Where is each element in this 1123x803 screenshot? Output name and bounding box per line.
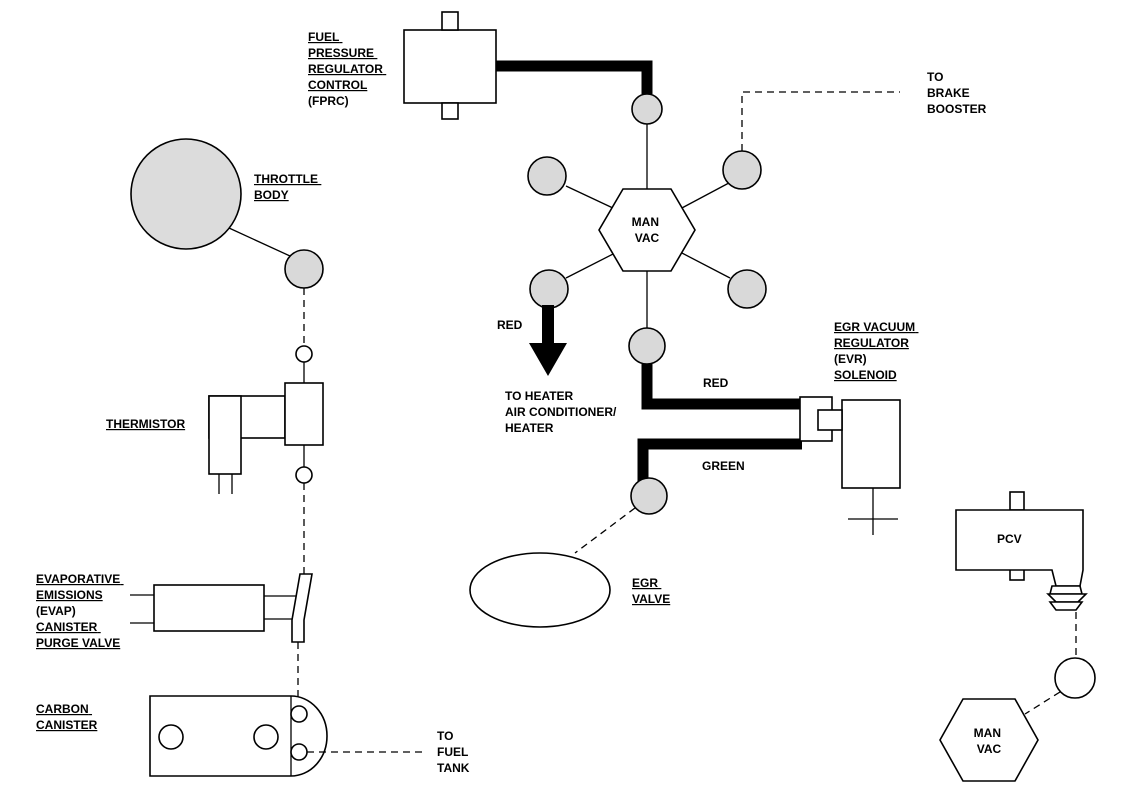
brake-booster-hose: [741, 91, 900, 151]
vacuum-port-lower-right: [727, 269, 767, 309]
pcv-port: [1054, 657, 1096, 699]
throttle-body-port: [284, 249, 324, 289]
evr-green-label: GREEN: [702, 459, 745, 473]
evr-red-hose: [641, 364, 802, 410]
thermistor-bottom-port: [295, 466, 313, 484]
pcv-label: PCV: [997, 532, 1022, 546]
man-vac-small-hexagon: [939, 698, 1039, 782]
throttle-body: [130, 138, 242, 250]
carbon-canister-label: CARBON CANISTER: [36, 702, 98, 732]
canister-purge-port: [290, 705, 308, 723]
canister-port-left: [158, 724, 184, 750]
fprc-component: [403, 11, 497, 120]
vacuum-port-top: [631, 93, 663, 125]
thermistor-top-port: [295, 345, 313, 363]
evr-solenoid: [799, 396, 901, 535]
canister-tank-port: [290, 743, 308, 761]
evr-abbrev: (EVR): [834, 352, 867, 366]
fprc-abbrev: (FPRC): [308, 94, 349, 108]
man-vac-label: MAN VAC: [632, 215, 663, 245]
throttle-body-label: THROTTLE BODY: [254, 172, 321, 202]
brake-booster-label: TO BRAKE BOOSTER: [927, 70, 987, 116]
carbon-canister: [149, 695, 328, 777]
fuel-tank-label: TO FUEL TANK: [437, 729, 471, 775]
canister-port-right: [253, 724, 279, 750]
vacuum-port-bottom: [628, 327, 666, 365]
pcv-manvac-hose: [1024, 691, 1061, 715]
egr-valve: [469, 552, 611, 628]
evr-solenoid-label: SOLENOID: [834, 368, 897, 382]
fprc-hose: [496, 60, 653, 94]
egr-valve-hose: [574, 507, 636, 554]
heater-arrow: [529, 305, 567, 376]
thermistor-label: THERMISTOR: [106, 417, 185, 431]
throttle-body-connector: [228, 227, 291, 257]
evr-red-label: RED: [703, 376, 729, 390]
vacuum-port-lower-left: [529, 269, 569, 309]
evr-green-hose: [637, 438, 802, 482]
to-heater-label: TO HEATER AIR CONDITIONER/ HEATER: [505, 389, 620, 435]
red-heater-label: RED: [497, 318, 523, 332]
evap-abbrev: (EVAP): [36, 604, 76, 618]
evap-purge-valve: [130, 573, 313, 643]
man-vac-hexagon: [598, 188, 696, 272]
evr-label: EGR VACUUM REGULATOR: [834, 320, 918, 350]
evap-label: EVAPORATIVE EMISSIONS: [36, 572, 124, 602]
egr-port: [630, 477, 668, 515]
vacuum-port-upper-left: [527, 156, 567, 196]
vacuum-port-upper-right: [722, 150, 762, 190]
fprc-label: FUEL PRESSURE REGULATOR CONTROL: [308, 30, 386, 92]
evap-purge-label: CANISTER PURGE VALVE: [36, 620, 120, 650]
pcv-valve: [955, 491, 1088, 611]
thermistor: [208, 382, 324, 494]
man-vac-small-label: MAN VAC: [974, 726, 1005, 756]
egr-valve-label: EGR VALVE: [632, 576, 670, 606]
